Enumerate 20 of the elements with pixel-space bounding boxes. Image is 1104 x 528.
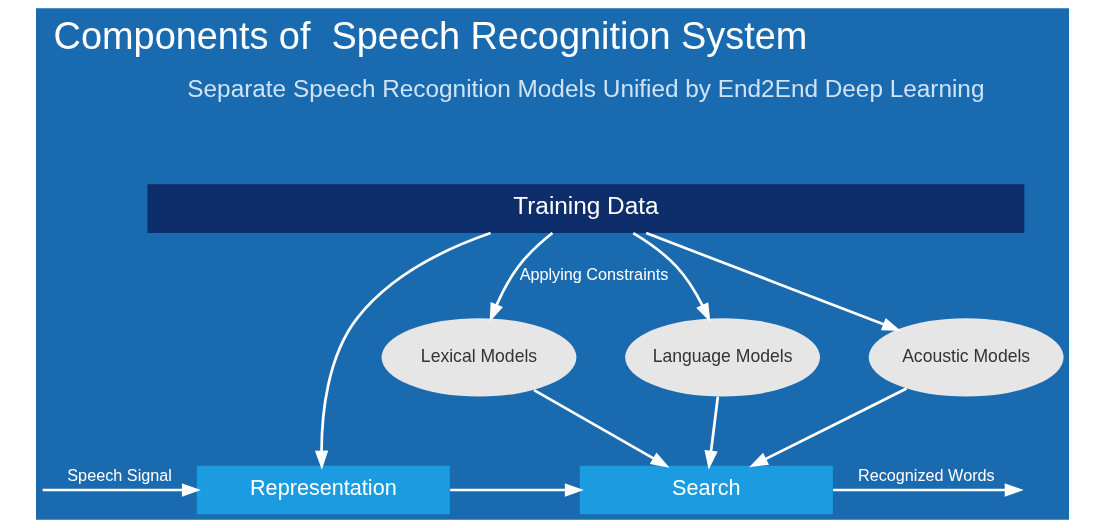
label: Separate Speech Recognition Models Unified by End2End Deep Learning xyxy=(186,74,984,102)
diagram-title: Components of Speech Recognition System xyxy=(53,15,807,58)
node-ellipse: Language Models xyxy=(624,318,820,397)
arrow xyxy=(832,483,1024,497)
arrow xyxy=(748,387,907,468)
node-box: Search xyxy=(579,465,833,515)
arrow xyxy=(703,396,719,470)
arrow xyxy=(532,389,670,468)
node-box: Representation xyxy=(196,465,450,515)
edge-label: Speech Signal xyxy=(66,466,172,485)
arrow xyxy=(632,231,710,323)
arrow xyxy=(42,483,201,497)
arrow xyxy=(645,231,901,331)
edge-label: Applying Constraints xyxy=(519,264,668,283)
node-box: Training Data xyxy=(146,184,1024,233)
arrow xyxy=(489,231,553,323)
edge-label: Recognized Words xyxy=(857,466,995,485)
node-ellipse: Lexical Models xyxy=(381,318,576,397)
arrow xyxy=(314,231,491,470)
arrow xyxy=(449,483,584,497)
